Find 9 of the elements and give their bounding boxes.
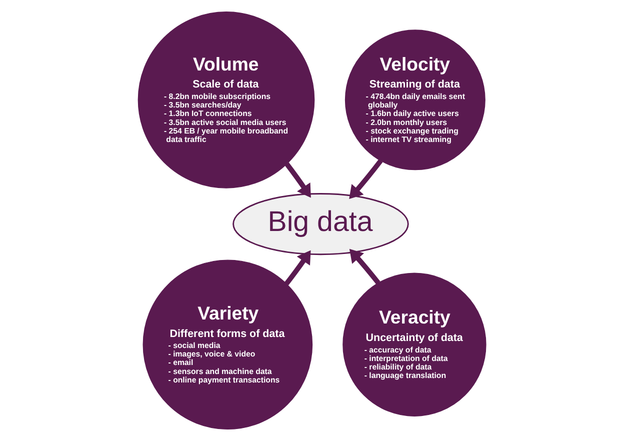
arrow <box>284 250 311 285</box>
node-circle: Volume Scale of data - 8.2bn mobile subscriptions - 3.5bn searches/day - 1.3bn IoT connections - 3.5bn active social media users - 254 EB / year mobile broadband data traffic <box>138 10 315 188</box>
node-circle: Velocity Streaming of data - 478.4bn daily emails sent globally - 1.6bn daily active users - 2.0bn monthly users - stock exchange trading - internet TV streaming <box>344 29 486 170</box>
node-circle: Veracity Uncertainty of data - accuracy of data - interpretation of data - reliability of data - language translation <box>342 272 486 416</box>
arrow <box>349 248 380 284</box>
arrow <box>284 162 311 198</box>
arrow <box>349 158 383 199</box>
node-circle: Variety Different forms of data - social media - images, voice & video - email - sensors and machine data - online payment transactions <box>142 259 313 430</box>
node-ellipse: Big data <box>232 192 409 255</box>
